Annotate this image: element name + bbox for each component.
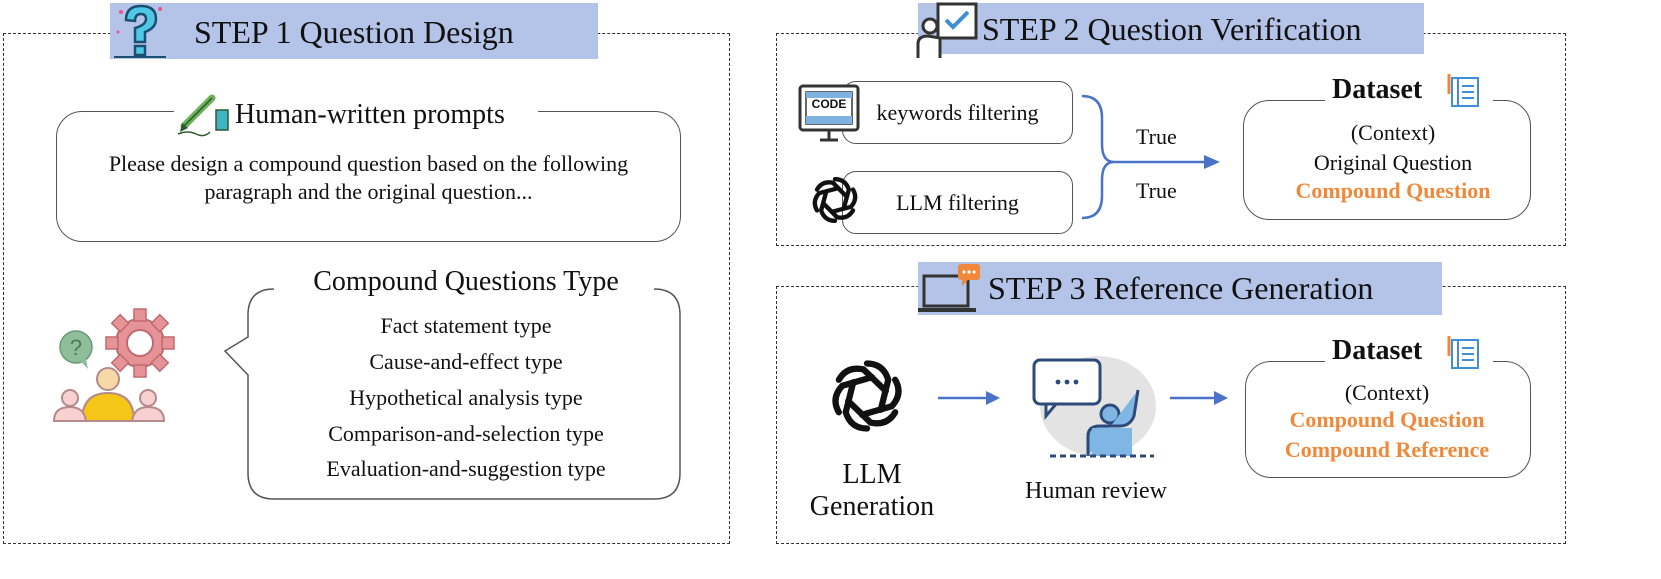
presenter-check-icon: [916, 2, 978, 58]
dataset3-compound-question: Compound Question: [1289, 407, 1485, 432]
code-label: CODE: [811, 97, 847, 111]
true-label-1: True: [1136, 124, 1177, 149]
prompt-text-line1: Please design a compound question based …: [108, 151, 629, 176]
llm-filter-box: [842, 171, 1073, 234]
keywords-filter-label: keywords filtering: [876, 100, 1039, 125]
arrow-gen-to-review: [938, 391, 1000, 405]
dataset3-context: (Context): [1344, 380, 1430, 405]
step3-title: STEP 3 Reference Generation: [988, 270, 1374, 306]
type-item-evaluation: Evaluation-and-suggestion type: [326, 456, 606, 481]
laptop-chat-icon: [918, 264, 980, 312]
true-label-2: True: [1136, 178, 1177, 203]
human-review-icon: [1032, 356, 1156, 458]
dataset2-context: (Context): [1350, 120, 1436, 145]
notebook-icon-step3: [1447, 336, 1479, 369]
llm-generation-line2: Generation: [809, 491, 935, 522]
prompt-text-line2: paragraph and the original question...: [204, 179, 533, 204]
dataset2-compound-question: Compound Question: [1295, 178, 1491, 203]
llm-generation-line1: LLM: [842, 459, 902, 490]
merge-brace-arrow: [1081, 94, 1220, 220]
types-speech-bubble: [223, 288, 681, 500]
prompts-title-gap: [174, 100, 538, 120]
dataset2-original-question: Original Question: [1313, 150, 1473, 175]
dataset-title-step3: Dataset: [1332, 335, 1423, 366]
dataset-box-step2: [1243, 100, 1531, 220]
dataset3-compound-reference: Compound Reference: [1284, 437, 1490, 462]
team-gear-icon: ?: [52, 308, 175, 422]
question-mark-icon: [114, 4, 166, 58]
type-item-comparison: Comparison-and-selection type: [328, 421, 604, 446]
step2-banner: [918, 3, 1424, 54]
human-review-label: Human review: [1025, 478, 1167, 504]
llm-filter-label: LLM filtering: [896, 190, 1019, 215]
llm-knot-icon: [812, 177, 858, 223]
type-item-hypothetical: Hypothetical analysis type: [349, 385, 583, 410]
types-title: Compound Questions Type: [313, 266, 619, 297]
dataset-title-step2: Dataset: [1332, 74, 1423, 105]
step1-title: STEP 1 Question Design: [194, 14, 514, 50]
code-monitor-icon: [798, 84, 860, 142]
step1-banner: [110, 3, 598, 59]
arrow-review-to-dataset: [1170, 391, 1228, 405]
llm-knot-icon-large: [832, 360, 902, 432]
notebook-icon: [1447, 74, 1479, 107]
step3-banner: [918, 262, 1442, 315]
type-item-cause: Cause-and-effect type: [369, 349, 563, 374]
pen-writing-icon: [177, 94, 229, 137]
svg-text:?: ?: [70, 335, 82, 360]
prompts-box: [56, 111, 681, 242]
prompts-title: Human-written prompts: [235, 99, 505, 130]
type-item-fact: Fact statement type: [380, 313, 552, 338]
keywords-filter-box: [842, 81, 1073, 144]
step2-title: STEP 2 Question Verification: [982, 11, 1362, 47]
